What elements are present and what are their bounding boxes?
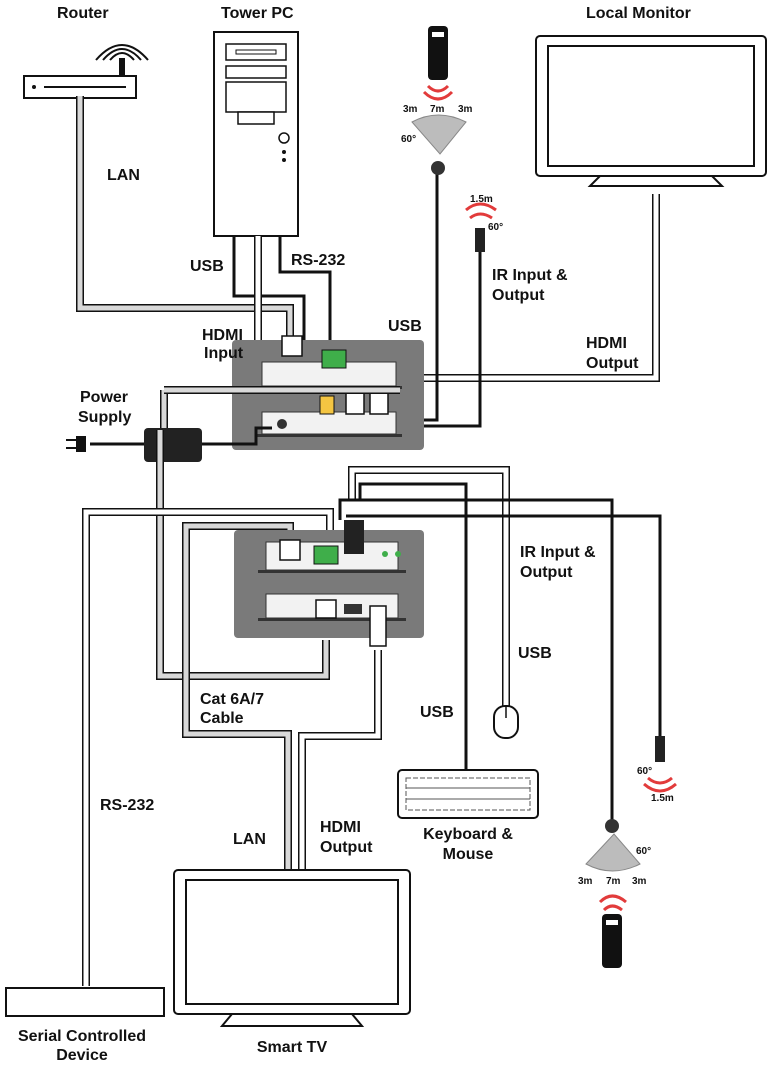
usb-top-label: USB bbox=[388, 318, 422, 335]
ir-blaster-cone-top bbox=[411, 114, 467, 175]
local-monitor-icon bbox=[535, 35, 767, 187]
hdmi-output-top-label-1: HDMI bbox=[586, 335, 627, 352]
usb-bottom-mid-label: USB bbox=[420, 704, 454, 721]
usb-bottom-right-label: USB bbox=[518, 645, 552, 662]
bottom-blaster-dist-mid: 7m bbox=[606, 876, 621, 887]
ir-remote-icon-bottom bbox=[598, 894, 627, 968]
bottom-eye-angle: 60° bbox=[637, 766, 653, 777]
hdmi-output-bottom-label-1: HDMI bbox=[320, 819, 361, 836]
smart-tv-label: Smart TV bbox=[256, 1039, 328, 1056]
bottom-blaster-dist-left: 3m bbox=[578, 876, 593, 887]
ir-remote-icon-top bbox=[422, 26, 454, 101]
smart-tv-icon bbox=[173, 869, 411, 1027]
keyboard-mouse-label-1: Keyboard & bbox=[423, 826, 513, 843]
ir-blaster-cone-bottom bbox=[585, 819, 641, 872]
rs232-pc-label: RS-232 bbox=[291, 252, 346, 269]
ir-top-label-1: IR Input & bbox=[492, 267, 568, 284]
ir-eye-icon-top bbox=[465, 202, 497, 252]
keyboard-icon bbox=[397, 769, 539, 819]
cat-cable-label-1: Cat 6A/7 bbox=[200, 691, 265, 708]
router-label: Router bbox=[57, 5, 109, 22]
top-blaster-dist-right: 3m bbox=[458, 104, 473, 115]
tower-pc-label: Tower PC bbox=[221, 5, 294, 22]
rs232-left-label: RS-232 bbox=[100, 797, 155, 814]
hdmi-input-label-1: HDMI bbox=[202, 327, 243, 344]
router-icon bbox=[23, 44, 149, 99]
top-eye-angle: 60° bbox=[488, 222, 504, 233]
usb-pc-label: USB bbox=[190, 258, 224, 275]
receiver-unit bbox=[234, 520, 424, 647]
hdmi-input-label-2: Input bbox=[204, 345, 244, 362]
transmitter-unit bbox=[232, 335, 424, 450]
top-blaster-dist-mid: 7m bbox=[430, 104, 445, 115]
top-blaster-angle: 60° bbox=[401, 134, 417, 145]
hdmi-output-top-label-2: Output bbox=[586, 355, 639, 372]
serial-device-label-2: Device bbox=[56, 1047, 108, 1064]
ir-eye-icon-bottom bbox=[643, 736, 677, 793]
power-supply-label-1: Power bbox=[80, 389, 129, 406]
serial-device-icon bbox=[5, 987, 165, 1017]
hdmi-output-bottom-label-2: Output bbox=[320, 839, 373, 856]
top-blaster-dist-left: 3m bbox=[403, 104, 418, 115]
ir-top-label-2: Output bbox=[492, 287, 545, 304]
cat-cable-label-2: Cable bbox=[200, 710, 244, 727]
bottom-blaster-dist-right: 3m bbox=[632, 876, 647, 887]
lan-bottom-label: LAN bbox=[233, 831, 266, 848]
keyboard-mouse-label-2: Mouse bbox=[442, 846, 494, 863]
serial-device-label-1: Serial Controlled bbox=[17, 1028, 147, 1045]
bottom-eye-dist: 1.5m bbox=[651, 793, 674, 804]
top-eye-dist: 1.5m bbox=[470, 194, 493, 205]
lan-label-top: LAN bbox=[107, 167, 140, 184]
bottom-blaster-angle: 60° bbox=[636, 846, 652, 857]
ir-bottom-label-1: IR Input & bbox=[520, 544, 596, 561]
tower-pc-icon bbox=[213, 31, 299, 237]
ir-bottom-label-2: Output bbox=[520, 564, 573, 581]
local-monitor-label: Local Monitor bbox=[586, 5, 691, 22]
power-supply-label-2: Supply bbox=[78, 409, 132, 426]
mouse-icon bbox=[493, 705, 519, 739]
